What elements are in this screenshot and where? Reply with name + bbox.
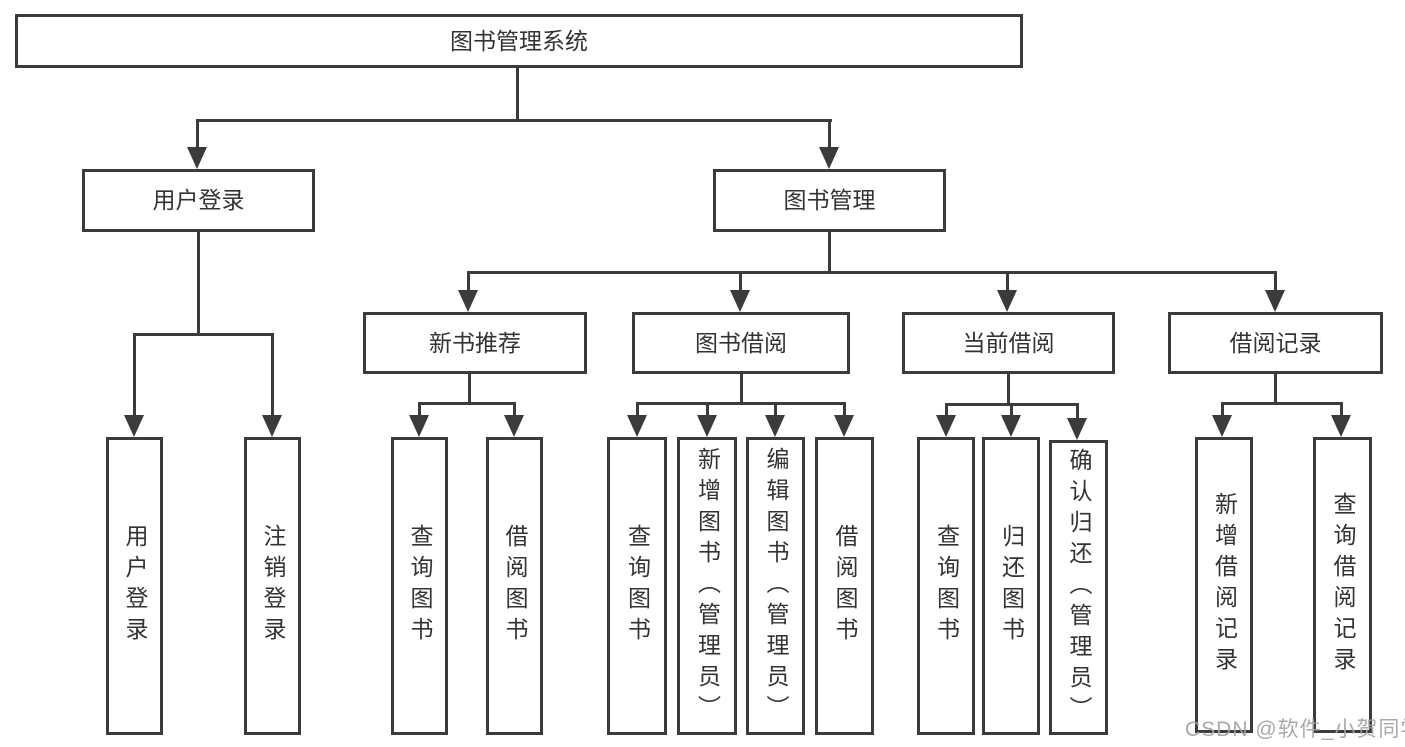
arrow-down-icon — [1067, 418, 1087, 440]
node-new-book-recommend: 新书推荐 — [363, 312, 587, 374]
leaf-recommend-borrow-books: 借阅图书 — [486, 437, 543, 735]
connector-line — [1221, 402, 1224, 418]
node-user-login: 用户登录 — [82, 169, 315, 232]
arrow-down-icon — [124, 415, 144, 437]
csdn-watermark: CSDN @软件_小贺同学 — [1185, 718, 1405, 741]
arrow-down-icon — [187, 147, 207, 169]
arrow-down-icon — [997, 290, 1017, 312]
node-book-borrowing: 图书借阅 — [632, 312, 850, 374]
arrow-down-icon — [458, 290, 478, 312]
node-library-system: 图书管理系统 — [15, 14, 1023, 68]
connector-line — [828, 119, 831, 150]
leaf-borrow-books-label: 借阅图书 — [832, 524, 858, 648]
connector-line — [1006, 271, 1009, 293]
node-book-management: 图书管理 — [713, 169, 946, 232]
arrow-down-icon — [819, 147, 839, 169]
leaf-borrow-books: 借阅图书 — [815, 437, 874, 735]
arrow-down-icon — [765, 415, 785, 437]
node-borrowing-records-label: 借阅记录 — [1229, 329, 1322, 356]
connector-line — [418, 402, 516, 405]
connector-line — [133, 333, 274, 336]
connector-line — [706, 402, 709, 418]
connector-line — [1076, 403, 1079, 418]
connector-line — [271, 333, 274, 418]
arrow-down-icon — [627, 415, 647, 437]
connector-line — [513, 402, 516, 418]
node-library-system-label: 图书管理系统 — [450, 27, 588, 54]
connector-line — [516, 68, 519, 121]
leaf-edit-books-admin: 编辑图书（管理员） — [746, 437, 805, 735]
connector-line — [740, 374, 743, 405]
node-new-book-recommend-label: 新书推荐 — [429, 329, 521, 356]
arrow-down-icon — [409, 415, 429, 437]
leaf-current-query-books: 查询图书 — [917, 437, 975, 735]
node-book-borrowing-label: 图书借阅 — [695, 329, 787, 356]
leaf-query-borrow-record-label: 查询借阅记录 — [1330, 492, 1356, 678]
leaf-confirm-return-admin-label: 确认归还（管理员） — [1066, 448, 1092, 727]
arrow-down-icon — [1265, 290, 1285, 312]
node-current-borrowing-label: 当前借阅 — [962, 329, 1055, 356]
connector-line — [1221, 402, 1343, 405]
node-book-management-label: 图书管理 — [783, 187, 876, 213]
connector-line — [133, 333, 136, 418]
leaf-borrowing-query-books-label: 查询图书 — [624, 524, 651, 648]
leaf-add-books-admin-label: 新增图书（管理员） — [694, 446, 721, 726]
arrow-down-icon — [1001, 415, 1021, 437]
leaf-user-login: 用户登录 — [106, 437, 163, 735]
connector-line — [1340, 402, 1343, 418]
arrow-down-icon — [504, 415, 524, 437]
arrow-down-icon — [834, 415, 854, 437]
connector-line — [636, 402, 639, 418]
connector-line — [636, 402, 846, 405]
leaf-recommend-query-books-label: 查询图书 — [407, 524, 433, 648]
connector-line — [468, 374, 471, 405]
leaf-add-books-admin: 新增图书（管理员） — [677, 437, 737, 735]
connector-line — [945, 403, 948, 418]
connector-line — [467, 271, 470, 293]
connector-line — [1274, 271, 1277, 293]
connector-line — [196, 119, 832, 122]
leaf-recommend-borrow-books-label: 借阅图书 — [502, 524, 528, 648]
leaf-current-query-books-label: 查询图书 — [933, 524, 960, 648]
connector-line — [774, 402, 777, 418]
connector-line — [843, 402, 846, 418]
connector-line — [197, 232, 200, 335]
leaf-confirm-return-admin: 确认归还（管理员） — [1049, 440, 1108, 735]
connector-line — [1007, 374, 1010, 406]
leaf-add-borrow-record: 新增借阅记录 — [1195, 437, 1253, 733]
arrow-down-icon — [936, 415, 956, 437]
node-borrowing-records: 借阅记录 — [1168, 312, 1383, 374]
connector-line — [828, 232, 831, 274]
leaf-recommend-query-books: 查询图书 — [391, 437, 448, 735]
leaf-borrowing-query-books: 查询图书 — [607, 437, 667, 735]
arrow-down-icon — [262, 415, 282, 437]
connector-line — [418, 402, 421, 418]
connector-line — [1010, 403, 1013, 418]
leaf-return-books-label: 归还图书 — [998, 524, 1025, 648]
connector-line — [196, 119, 199, 150]
connector-line — [1274, 374, 1277, 405]
leaf-edit-books-admin-label: 编辑图书（管理员） — [763, 446, 789, 726]
arrow-down-icon — [1331, 415, 1351, 437]
leaf-query-borrow-record: 查询借阅记录 — [1313, 437, 1372, 733]
node-user-login-label: 用户登录 — [152, 187, 245, 213]
node-current-borrowing: 当前借阅 — [902, 312, 1115, 374]
arrow-down-icon — [697, 415, 717, 437]
leaf-logout: 注销登录 — [244, 437, 301, 735]
leaf-logout-label: 注销登录 — [260, 524, 286, 648]
leaf-return-books: 归还图书 — [982, 437, 1040, 735]
connector-line — [467, 271, 1277, 274]
connector-line — [739, 271, 742, 293]
arrow-down-icon — [1212, 415, 1232, 437]
arrow-down-icon — [730, 290, 750, 312]
leaf-add-borrow-record-label: 新增借阅记录 — [1211, 492, 1238, 678]
leaf-user-login-label: 用户登录 — [122, 524, 148, 648]
